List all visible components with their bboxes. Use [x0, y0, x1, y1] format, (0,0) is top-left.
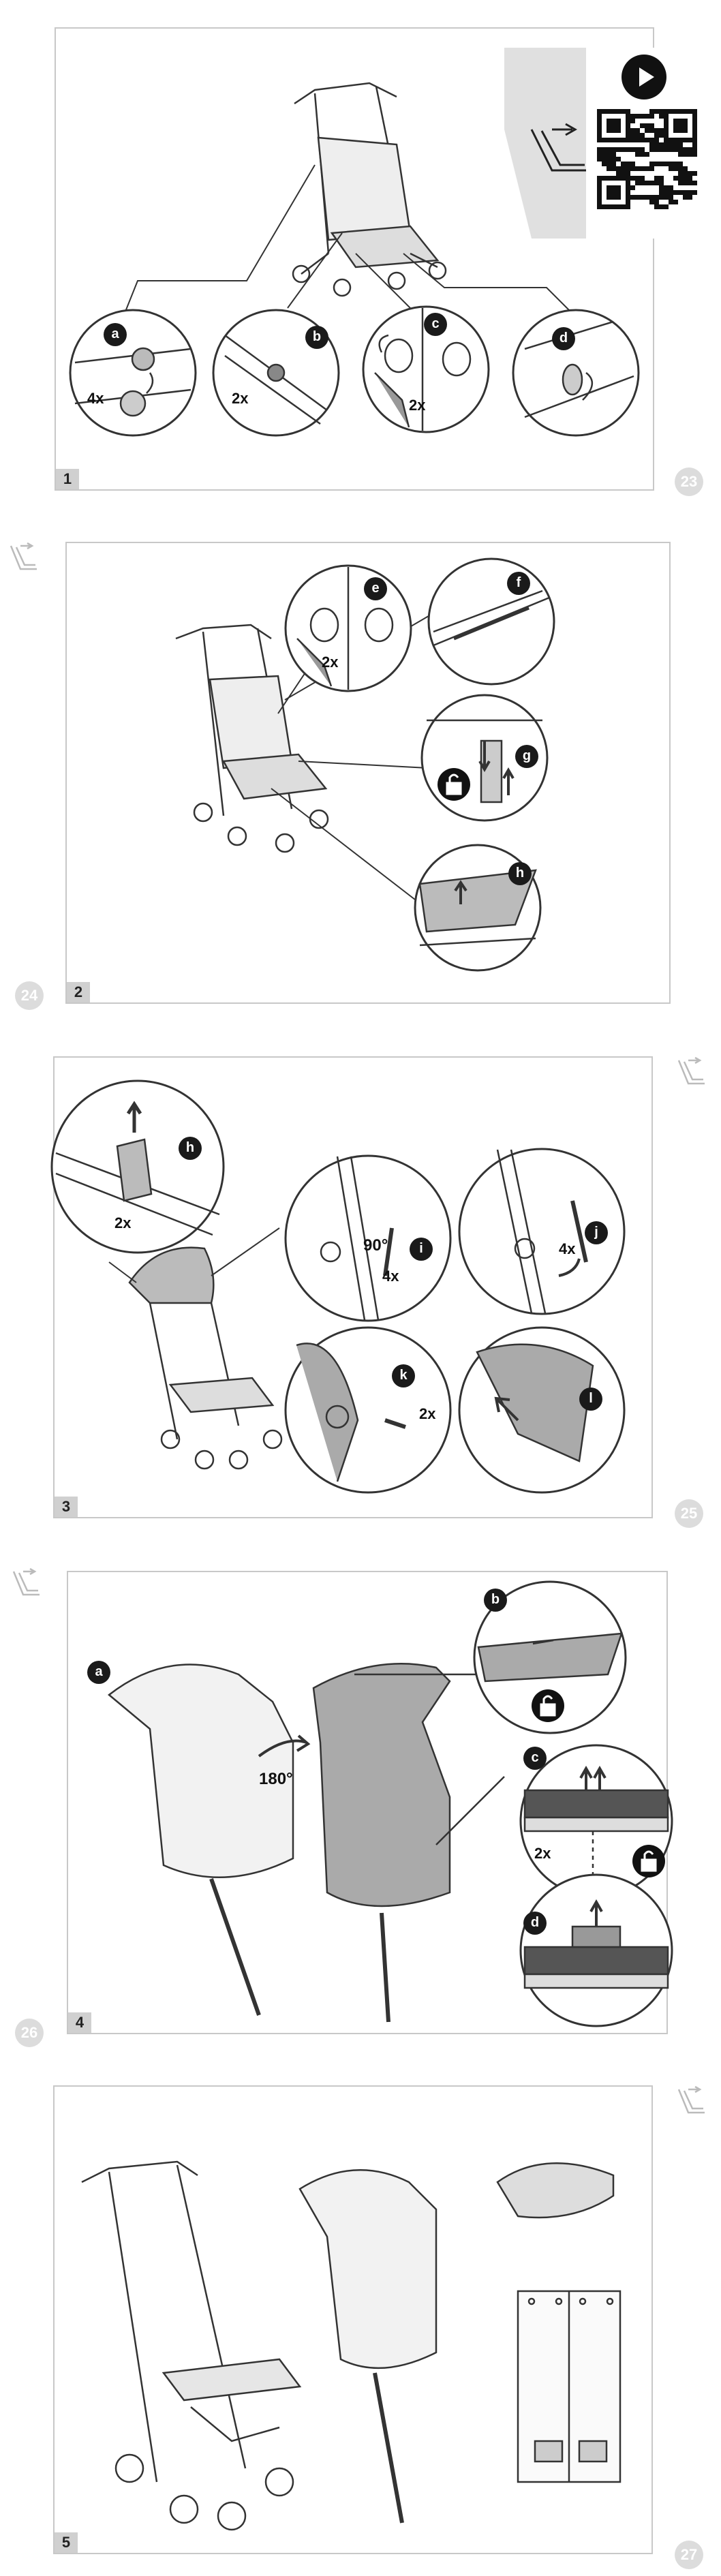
callout-g: g — [420, 693, 549, 823]
seat-recline-icon — [525, 116, 593, 184]
callout-letter: d — [523, 1912, 547, 1935]
seat-recline-icon — [675, 2085, 709, 2122]
callout-d: d — [511, 308, 641, 438]
callout-letter: f — [507, 572, 530, 595]
qr-code-icon[interactable] — [597, 109, 697, 209]
play-icon[interactable] — [622, 55, 666, 99]
callout-letter: b — [305, 326, 328, 349]
page-number: 23 — [675, 467, 703, 496]
callout-letter: c — [424, 313, 447, 336]
seat-recline-icon — [675, 1056, 709, 1093]
callout-c: c 2x — [361, 305, 491, 434]
page-number: 27 — [675, 2541, 703, 2569]
multiplier-label: 2x — [409, 397, 426, 414]
multiplier-label: 4x — [382, 1268, 399, 1285]
callout-h: h — [413, 843, 542, 972]
page-number: 26 — [15, 2019, 44, 2047]
video-qr-panel[interactable] — [470, 34, 697, 239]
callout-b: b 2x — [211, 308, 341, 438]
multiplier-label: 4x — [559, 1240, 576, 1257]
callout-d: d — [518, 1872, 675, 2029]
callout-b: b — [472, 1579, 628, 1736]
callout-letter: l — [579, 1387, 602, 1411]
stroller-illustration — [108, 1227, 283, 1470]
multiplier-label: 2x — [322, 654, 339, 671]
callout-k: k 2x — [283, 1325, 453, 1495]
callout-letter: d — [552, 327, 575, 350]
multiplier-label: 4x — [87, 390, 104, 407]
multiplier-label: 2x — [232, 390, 249, 407]
multiplier-label: 2x — [114, 1214, 132, 1231]
callout-e: e 2x — [283, 564, 413, 693]
unlock-icon — [532, 1689, 564, 1722]
callout-h: h 2x — [49, 1078, 226, 1255]
unlock-icon — [438, 768, 470, 801]
callout-letter: j — [585, 1221, 608, 1244]
callout-letter: b — [484, 1589, 507, 1612]
stroller-illustration — [123, 82, 574, 316]
callout-letter: i — [410, 1238, 433, 1261]
callout-l: l — [457, 1325, 627, 1495]
seat-recline-icon — [10, 1567, 44, 1604]
step-2-frame: e 2x f g h 2 — [65, 542, 671, 1004]
callout-c: c 2x — [518, 1743, 675, 1899]
callout-letter: a — [87, 1661, 110, 1684]
callout-letter: k — [392, 1364, 415, 1387]
callout-letter: a — [104, 323, 127, 346]
rotation-angle: 90° — [363, 1236, 388, 1255]
disassembled-parts-illustration — [81, 2160, 622, 2531]
callout-letter: c — [523, 1747, 547, 1770]
multiplier-label: 2x — [419, 1405, 436, 1422]
callout-letter: e — [364, 577, 387, 600]
callout-letter: h — [508, 862, 532, 885]
step-3-frame: h 2x 90° i 4x j 4x k 2x l 3 — [50, 1056, 653, 1518]
step-5-frame: 5 — [53, 2085, 653, 2554]
step-number: 5 — [55, 2532, 78, 2553]
callout-f: f — [427, 557, 556, 686]
callout-i: 90° i 4x — [283, 1153, 453, 1323]
callout-letter: g — [515, 745, 538, 768]
rotation-angle: 180° — [259, 1770, 293, 1788]
page-number: 24 — [15, 981, 44, 1010]
page-number: 25 — [675, 1499, 703, 1528]
callout-letter: h — [179, 1137, 202, 1160]
step-number: 3 — [55, 1497, 78, 1517]
seat-fabric-illustration — [108, 1663, 505, 2023]
callout-a: a 4x — [68, 308, 198, 438]
multiplier-label: 2x — [534, 1845, 551, 1862]
step-4-frame: a 180° b c 2x d 4 — [67, 1571, 673, 2034]
step-number: 2 — [67, 982, 90, 1002]
callout-j: j 4x — [457, 1146, 627, 1317]
stroller-illustration — [175, 590, 449, 905]
step-number: 4 — [68, 2012, 91, 2033]
seat-recline-icon — [7, 542, 41, 579]
unlock-icon — [632, 1845, 665, 1877]
step-number: 1 — [56, 469, 79, 489]
